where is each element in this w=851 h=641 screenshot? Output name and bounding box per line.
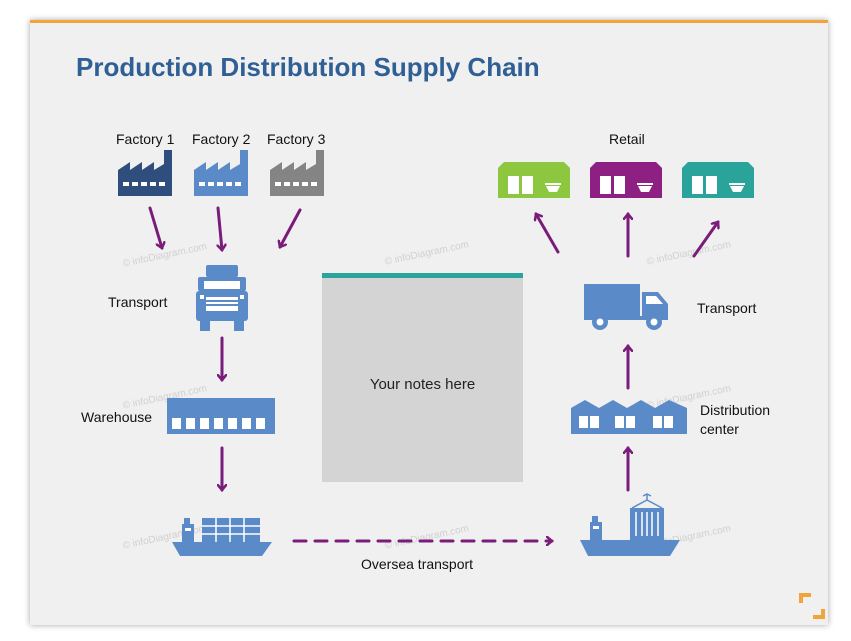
cargo-ship-icon (172, 518, 272, 556)
warehouse-label: Warehouse (81, 409, 153, 425)
page-title: Production Distribution Supply Chain (76, 52, 540, 82)
ship-crane-icon (580, 493, 680, 556)
distribution-center-icon (571, 400, 687, 434)
retail-label: Retail (609, 131, 645, 147)
arrow-factory1-transport (148, 206, 162, 248)
arrow-transport-retail1 (536, 214, 560, 254)
store-icon (498, 162, 570, 198)
distribution-label-line2: center (700, 421, 739, 437)
store-icon (682, 162, 754, 198)
corner-mark-icon (799, 593, 825, 619)
distribution-label-line1: Distribution (700, 402, 771, 418)
arrow-transport-retail3 (692, 222, 718, 258)
factory-icon (194, 150, 248, 196)
oversea-transport-label: Oversea transport (361, 556, 474, 572)
left-transport-label: Transport (108, 294, 168, 310)
arrow-factory3-transport (280, 208, 302, 247)
factory-3-label: Factory 3 (267, 131, 326, 147)
right-transport-label: Transport (697, 300, 757, 316)
truck-front-icon (196, 265, 248, 331)
notes-text: Your notes here (369, 376, 476, 393)
factory-1-label: Factory 1 (116, 131, 175, 147)
store-icon (590, 162, 662, 198)
factory-icon (118, 150, 172, 196)
arrow-factory2-transport (218, 206, 222, 250)
factory-icon (270, 150, 324, 196)
warehouse-icon (167, 398, 275, 434)
factory-2-label: Factory 2 (192, 131, 251, 147)
truck-side-icon (584, 284, 668, 330)
notes-box: Your notes here (322, 273, 523, 482)
